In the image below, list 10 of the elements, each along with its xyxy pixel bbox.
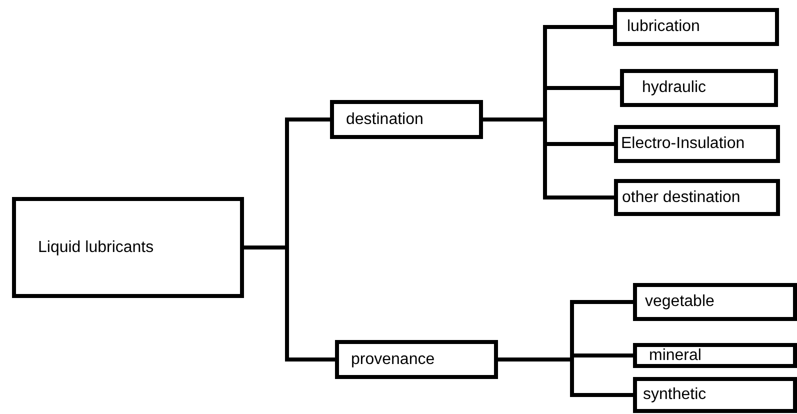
category-box: synthetic (633, 377, 797, 413)
category-box: other destination (614, 179, 780, 216)
category-box: mineral (633, 343, 797, 368)
category-box: Liquid lubricants (12, 197, 244, 298)
category-box: vegetable (633, 283, 797, 321)
category-box: Electro-Insulation (614, 125, 780, 163)
category-box: provenance (335, 340, 498, 379)
category-box: lubrication (613, 8, 779, 46)
category-box: hydraulic (620, 69, 778, 107)
category-box: destination (330, 100, 483, 139)
